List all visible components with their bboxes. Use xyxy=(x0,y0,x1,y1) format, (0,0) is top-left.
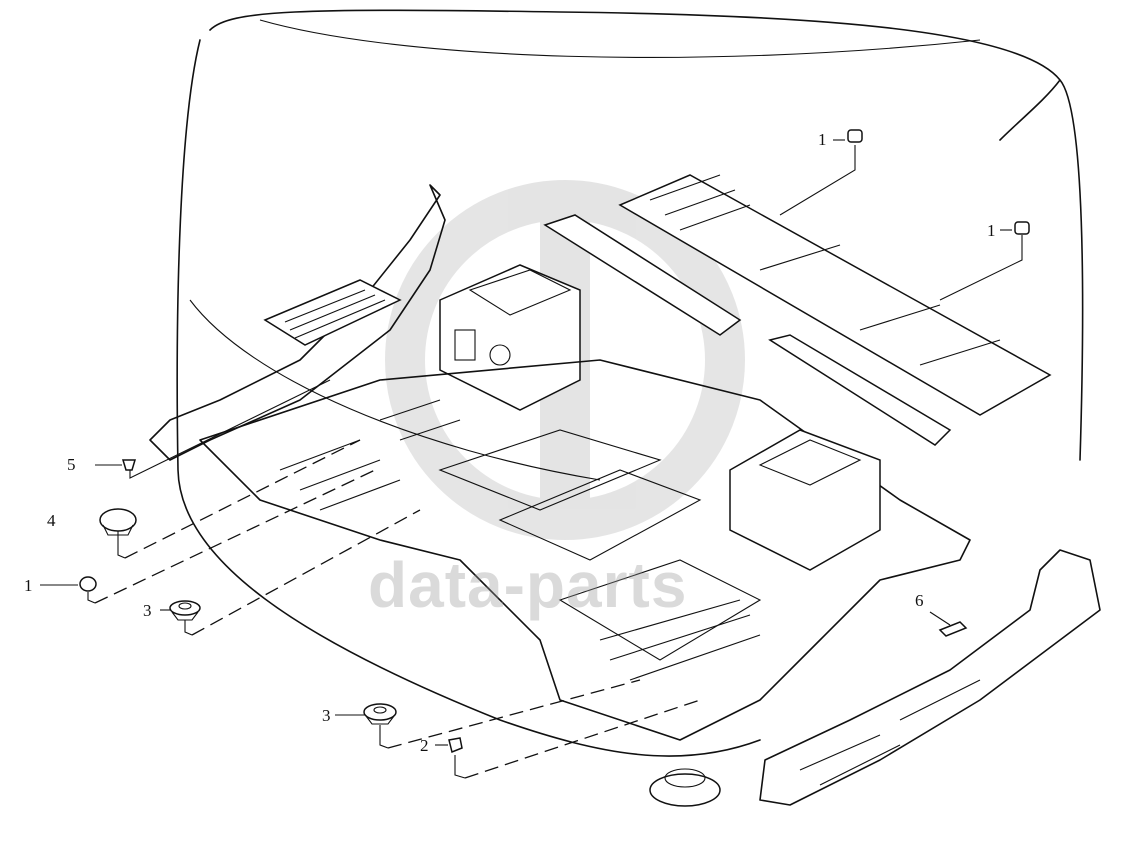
callout-1-upper: 1 xyxy=(818,130,827,149)
plug-icon xyxy=(847,129,863,143)
body-outline xyxy=(176,9,1084,757)
rear-floor xyxy=(543,174,1052,446)
part-icons xyxy=(79,129,1030,754)
left-rail xyxy=(149,184,446,461)
plug-icon xyxy=(1014,221,1030,235)
callout-6: 6 xyxy=(915,591,924,610)
plug-icon xyxy=(79,576,97,592)
floor-pan xyxy=(199,359,971,741)
callout-3-bottom: 3 xyxy=(322,706,331,725)
plug-icon xyxy=(121,459,137,471)
callout-1-left: 1 xyxy=(24,576,33,595)
callout-4: 4 xyxy=(47,511,56,530)
grommet-icon xyxy=(363,703,397,725)
center-crossmember xyxy=(439,264,581,411)
right-rail xyxy=(759,549,1101,806)
watermark-text: data-parts xyxy=(368,549,688,621)
callout-1-right: 1 xyxy=(987,221,996,240)
large-plug-icon xyxy=(99,508,137,536)
callout-5: 5 xyxy=(67,455,76,474)
grommet-icon xyxy=(169,600,201,621)
right-crossmember xyxy=(729,429,881,571)
floor-grommet xyxy=(649,773,721,807)
clip-icon xyxy=(448,737,463,754)
oval-plug-icon xyxy=(938,621,968,637)
leader-lines xyxy=(40,139,1023,779)
left-seat-bracket xyxy=(263,279,402,346)
watermark-logo xyxy=(385,180,745,540)
callout-3-left: 3 xyxy=(143,601,152,620)
callout-2: 2 xyxy=(420,736,429,755)
